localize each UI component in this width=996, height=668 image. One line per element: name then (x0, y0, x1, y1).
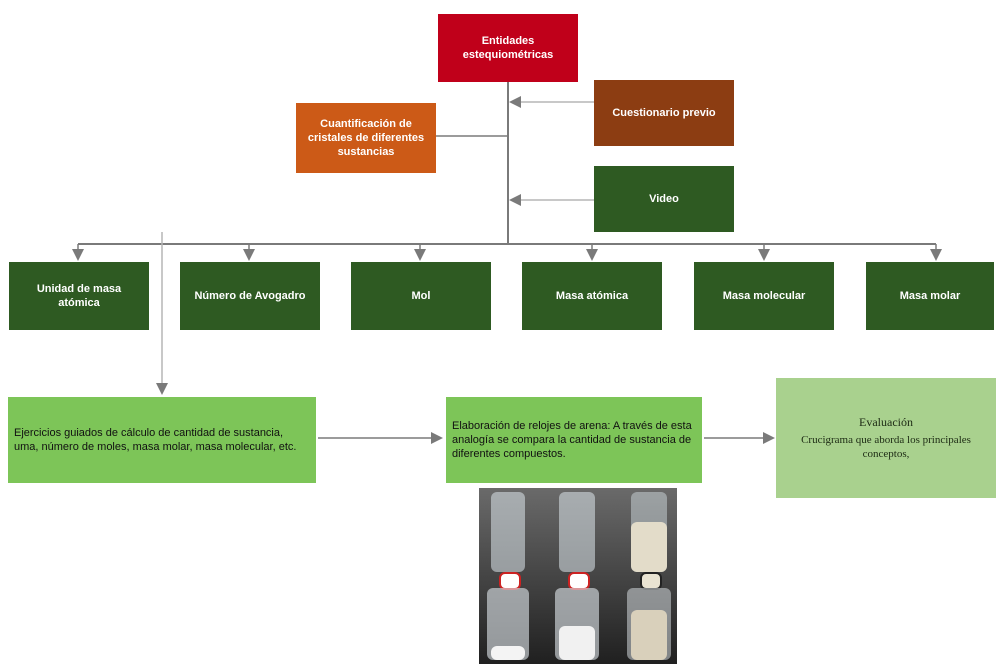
activity-box-exercises: Ejercicios guiados de cálculo de cantida… (8, 397, 316, 483)
side-left-label: Cuantificación de cristales de diferente… (307, 118, 425, 158)
concept-label: Mol (411, 290, 431, 302)
evaluation-text: Crucigrama que aborda los principales co… (801, 434, 971, 460)
concept-label: Masa molar (899, 290, 961, 302)
concept-label: Masa atómica (555, 290, 629, 302)
concept-box: Masa atómica (522, 262, 662, 330)
activity-box-hourglass: Elaboración de relojes de arena: A travé… (446, 397, 702, 483)
concept-box: Unidad de masa atómica (9, 262, 149, 330)
evaluation-box: Evaluación Crucigrama que aborda los pri… (776, 378, 996, 498)
concept-label: Número de Avogadro (194, 290, 306, 302)
concept-label: Unidad de masa atómica (36, 283, 122, 309)
concept-label: Masa molecular (722, 290, 806, 302)
side-right-2-label: Video (649, 193, 679, 205)
evaluation-title: Evaluación (859, 415, 913, 429)
side-right-1-label: Cuestionario previo (612, 107, 716, 119)
side-right-2-box: Video (594, 166, 734, 232)
hourglass-photo (479, 488, 677, 664)
root-box: Entidades estequiométricas (438, 14, 578, 82)
side-left-box: Cuantificación de cristales de diferente… (296, 103, 436, 173)
root-label: Entidades estequiométricas (462, 35, 554, 61)
activity-hourglass-text: Elaboración de relojes de arena: A travé… (452, 420, 692, 460)
concept-box: Número de Avogadro (180, 262, 320, 330)
concept-box: Masa molecular (694, 262, 834, 330)
concept-box: Masa molar (866, 262, 994, 330)
side-right-1-box: Cuestionario previo (594, 80, 734, 146)
concept-box: Mol (351, 262, 491, 330)
activity-exercises-text: Ejercicios guiados de cálculo de cantida… (14, 427, 297, 453)
